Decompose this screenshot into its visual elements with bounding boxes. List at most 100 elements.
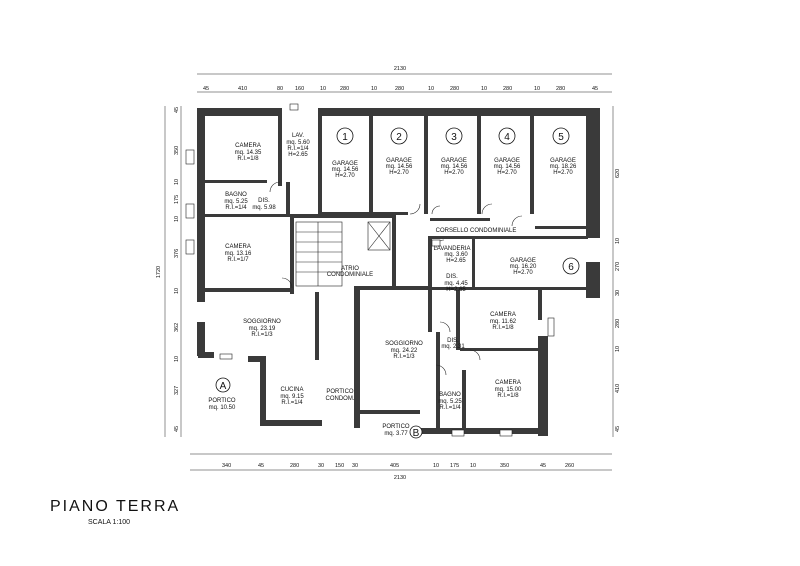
svg-text:CAMERA: CAMERA [495,380,521,386]
svg-text:mq. 10.50: mq. 10.50 [209,405,236,411]
svg-text:2: 2 [396,132,402,143]
svg-text:410: 410 [238,86,247,92]
garage-4: 4 GARAGE mq. 14.56 H=2.70 [494,127,521,176]
svg-text:BAGNO: BAGNO [439,392,461,398]
svg-text:mq. 3.77: mq. 3.77 [384,431,408,437]
svg-text:GARAGE: GARAGE [441,158,467,164]
svg-text:10: 10 [433,463,439,469]
svg-text:DIS.: DIS. [447,338,459,344]
svg-text:10: 10 [371,86,377,92]
svg-text:CUCINA: CUCINA [280,387,303,393]
svg-text:280: 280 [290,463,299,469]
svg-text:5: 5 [558,132,564,143]
svg-text:mq. 2.31: mq. 2.31 [441,344,465,350]
garage-5: 5 GARAGE mq. 18.26 H=2.70 [550,127,577,176]
room-cucina: CUCINA mq. 9.15 R.I.=1/4 [280,387,304,406]
svg-text:10: 10 [320,86,326,92]
portico-b: B PORTICO mq. 3.77 [382,424,423,439]
svg-text:10: 10 [615,238,621,244]
svg-text:340: 340 [222,463,231,469]
svg-text:4: 4 [504,132,510,143]
svg-text:30: 30 [352,463,358,469]
svg-text:30: 30 [615,290,621,296]
svg-text:45: 45 [203,86,209,92]
svg-text:R.I.=1/3: R.I.=1/3 [393,354,415,360]
svg-text:150: 150 [335,463,344,469]
svg-text:mq. 14.56: mq. 14.56 [386,164,413,170]
svg-text:LAV.: LAV. [292,133,304,139]
svg-text:CONDOM.: CONDOM. [326,396,355,402]
svg-text:10: 10 [174,179,180,185]
svg-text:R.I.=1/8: R.I.=1/8 [497,393,519,399]
room-bagno-2: BAGNO mq. 5.25 R.I.=1/4 [438,392,462,411]
room-dis-3: DIS. mq. 2.31 [441,338,465,350]
svg-text:CAMERA: CAMERA [225,244,251,250]
svg-text:45: 45 [615,426,621,432]
svg-text:10: 10 [428,86,434,92]
svg-text:R.I.=1/8: R.I.=1/8 [492,325,514,331]
svg-text:280: 280 [503,86,512,92]
svg-text:PORTICO: PORTICO [382,424,410,430]
svg-text:10: 10 [174,356,180,362]
svg-text:mq. 14.56: mq. 14.56 [332,167,359,173]
dim-left-total: 1720 [156,266,162,278]
svg-text:mq. 13.16: mq. 13.16 [225,251,252,257]
svg-text:H=2.65: H=2.65 [446,287,466,293]
svg-text:1: 1 [342,132,348,143]
svg-text:mq. 5.98: mq. 5.98 [252,205,276,211]
svg-text:BAGNO: BAGNO [225,192,247,198]
svg-text:280: 280 [450,86,459,92]
dim-total-bottom: 2130 [394,475,406,481]
svg-text:H=2.70: H=2.70 [513,270,533,276]
dim-right-col: 620 10 270 30 280 10 410 45 [615,169,621,432]
svg-text:H=2.70: H=2.70 [444,170,464,176]
svg-text:mq. 11.62: mq. 11.62 [490,319,517,325]
svg-text:mq. 5.25: mq. 5.25 [224,199,248,205]
svg-text:H=2.70: H=2.70 [335,173,355,179]
svg-text:45: 45 [540,463,546,469]
svg-text:H=2.65: H=2.65 [446,258,466,264]
svg-text:280: 280 [340,86,349,92]
svg-text:R.I.=1/7: R.I.=1/7 [227,257,249,263]
corsello-condominiale: CORSELLO CONDOMINIALE [436,228,517,234]
svg-text:GARAGE: GARAGE [510,258,536,264]
svg-text:10: 10 [615,346,621,352]
dim-left-col: 45 350 10 175 10 376 10 362 10 327 45 [174,107,180,432]
room-lavanderia: LAVANDERIA mq. 3.60 H=2.65 [433,246,470,264]
svg-text:GARAGE: GARAGE [550,158,576,164]
svg-text:327: 327 [174,386,180,395]
page-title: PIANO TERRA [50,498,181,515]
svg-text:B: B [413,428,420,439]
svg-text:H=2.65: H=2.65 [288,152,308,158]
svg-text:LAVANDERIA: LAVANDERIA [433,246,470,252]
svg-text:PORTICO: PORTICO [326,389,354,395]
atrio-condominiale: ATRIO CONDOMINIALE [327,266,373,278]
svg-text:362: 362 [174,323,180,332]
room-bagno-1: BAGNO mq. 5.25 R.I.=1/4 [224,192,248,211]
room-camera-3: CAMERA mq. 11.62 R.I.=1/8 [490,312,517,331]
dim-total-top: 2130 [394,66,406,72]
windows [185,103,555,437]
svg-text:mq. 14.56: mq. 14.56 [441,164,468,170]
svg-text:mq. 3.60: mq. 3.60 [444,252,468,258]
svg-text:CAMERA: CAMERA [235,143,261,149]
svg-text:175: 175 [450,463,459,469]
svg-text:R.I.=1/8: R.I.=1/8 [237,156,259,162]
svg-text:SOGGIORNO: SOGGIORNO [385,341,423,347]
svg-text:ATRIO: ATRIO [341,266,359,272]
svg-text:A: A [220,381,227,392]
svg-text:H=2.70: H=2.70 [389,170,409,176]
garage-6: 6 GARAGE mq. 16.20 H=2.70 [510,257,580,276]
svg-text:mq. 15.00: mq. 15.00 [495,387,522,393]
svg-text:45: 45 [258,463,264,469]
svg-text:6: 6 [568,262,574,273]
svg-text:mq. 14.56: mq. 14.56 [494,164,521,170]
room-camera-2: CAMERA mq. 13.16 R.I.=1/7 [225,244,252,263]
dim-top-row: 45 410 80 160 10 280 10 280 10 280 10 28… [203,86,598,92]
svg-text:H=2.70: H=2.70 [553,170,573,176]
portico-condominiale: PORTICO CONDOM. [326,389,355,402]
svg-text:280: 280 [615,319,621,328]
scale-label: SCALA 1:100 [88,519,131,526]
svg-text:SOGGIORNO: SOGGIORNO [243,319,281,325]
